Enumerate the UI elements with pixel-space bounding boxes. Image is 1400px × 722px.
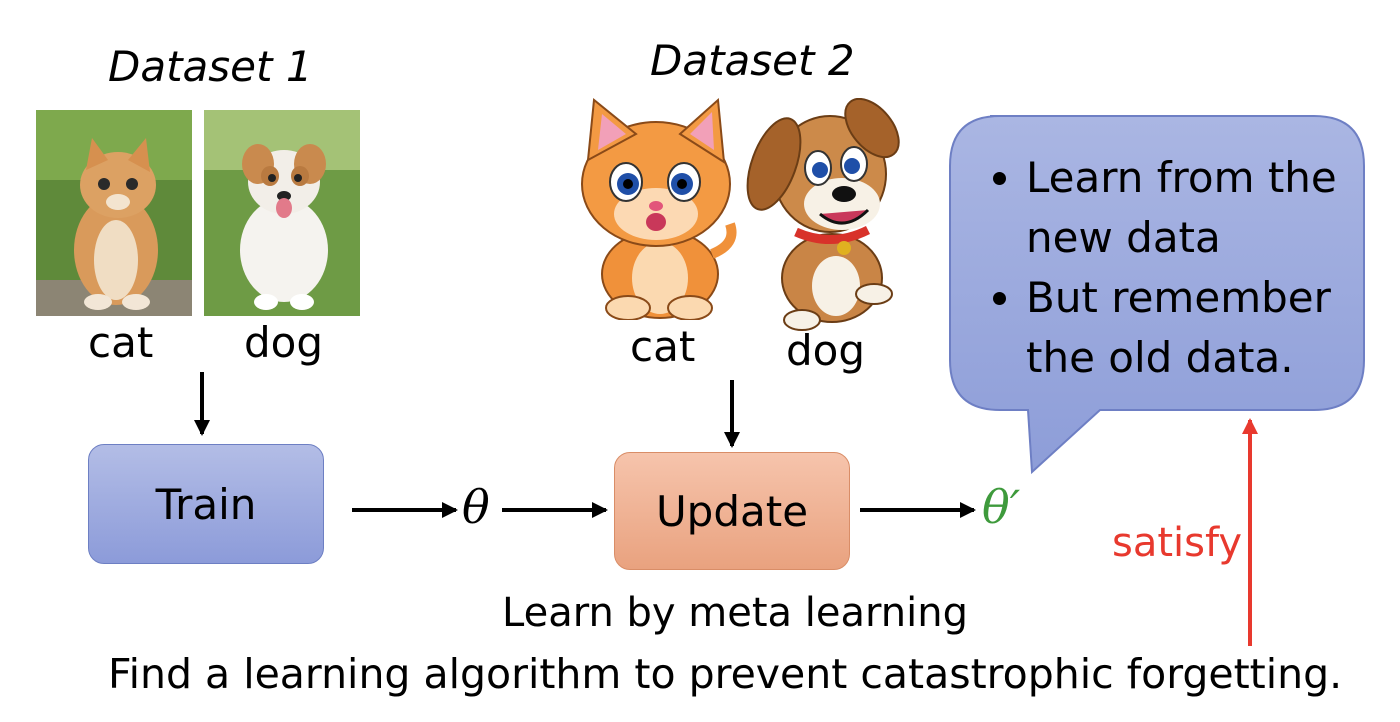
dataset-1-title: Dataset 1: [108, 42, 313, 91]
cartoon-cat: [581, 97, 737, 320]
dataset-1-cat-label: cat: [88, 318, 154, 367]
speech-bubble: [949, 115, 1365, 475]
theta-symbol: θ: [462, 480, 490, 534]
dataset-2-dog-label: dog: [786, 326, 866, 375]
dog-photo: [204, 110, 360, 316]
update-box: Update: [614, 452, 850, 570]
dataset-2-title: Dataset 2: [650, 36, 855, 85]
bubble-item: But remember the old data.: [1026, 268, 1362, 388]
cat-photo: [36, 110, 192, 316]
meta-learning-caption: Learn by meta learning: [502, 590, 968, 636]
bubble-text: Learn from the new data But remember the…: [972, 148, 1362, 388]
theta-prime-symbol: θ′: [982, 480, 1021, 534]
bubble-item: Learn from the new data: [1026, 148, 1362, 268]
train-label: Train: [155, 479, 257, 529]
dataset-2-cat-label: cat: [630, 322, 696, 371]
update-label: Update: [655, 486, 809, 536]
satisfy-label: satisfy: [1112, 520, 1243, 566]
dataset-1-dog-label: dog: [244, 318, 324, 367]
goal-caption: Find a learning algorithm to prevent cat…: [108, 650, 1343, 698]
train-box: Train: [88, 444, 324, 564]
cartoon-dog: [746, 98, 900, 331]
